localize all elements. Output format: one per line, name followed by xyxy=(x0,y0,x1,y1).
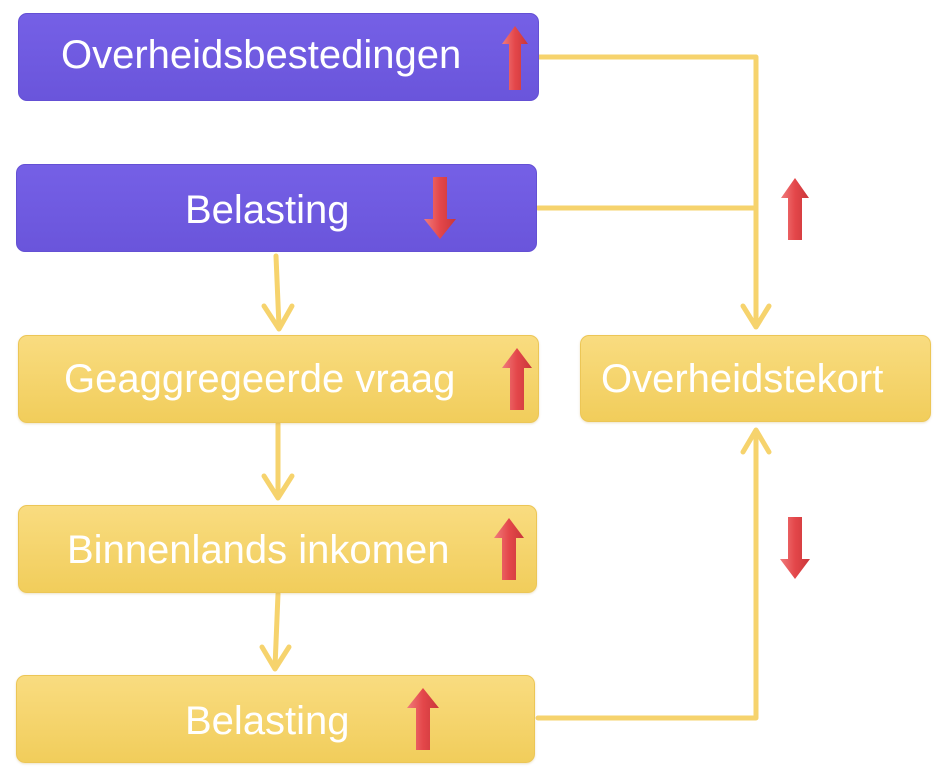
node-tax-top: Belasting xyxy=(16,164,537,252)
node-domestic-income: Binnenlands inkomen xyxy=(18,505,537,593)
node-label: Geaggregeerde vraag xyxy=(64,357,456,401)
arrow-up-icon xyxy=(502,26,528,90)
node-label: Overheidstekort xyxy=(601,357,884,401)
arrow-up-icon xyxy=(781,178,809,240)
arrow-down-icon xyxy=(780,517,810,579)
node-label: Binnenlands inkomen xyxy=(67,528,450,572)
node-label: Overheidsbestedingen xyxy=(61,33,462,77)
arrowhead-into-tax-bottom xyxy=(259,644,292,672)
arrowhead-into-income xyxy=(261,473,295,501)
arrowhead-into-demand xyxy=(261,303,295,332)
node-tax-bottom: Belasting xyxy=(16,675,535,763)
node-government-deficit: Overheidstekort xyxy=(580,335,931,422)
arrow-up-icon xyxy=(407,688,439,750)
node-label: Belasting xyxy=(185,699,350,743)
connector-spending-to-deficit xyxy=(535,54,759,328)
arrow-up-icon xyxy=(494,518,524,580)
arrow-up-icon xyxy=(502,348,532,410)
arrowhead-into-deficit-bottom xyxy=(740,427,772,455)
arrow-down-icon xyxy=(424,177,456,239)
arrowhead-into-deficit-top xyxy=(740,303,772,330)
node-aggregate-demand: Geaggregeerde vraag xyxy=(18,335,539,423)
connector-tax-bottom-to-deficit xyxy=(535,429,759,721)
node-label: Belasting xyxy=(185,188,350,232)
connector-income-to-tax-bottom xyxy=(272,591,281,670)
node-government-spending: Overheidsbestedingen xyxy=(18,13,539,101)
connector-tax-to-demand xyxy=(273,253,282,330)
